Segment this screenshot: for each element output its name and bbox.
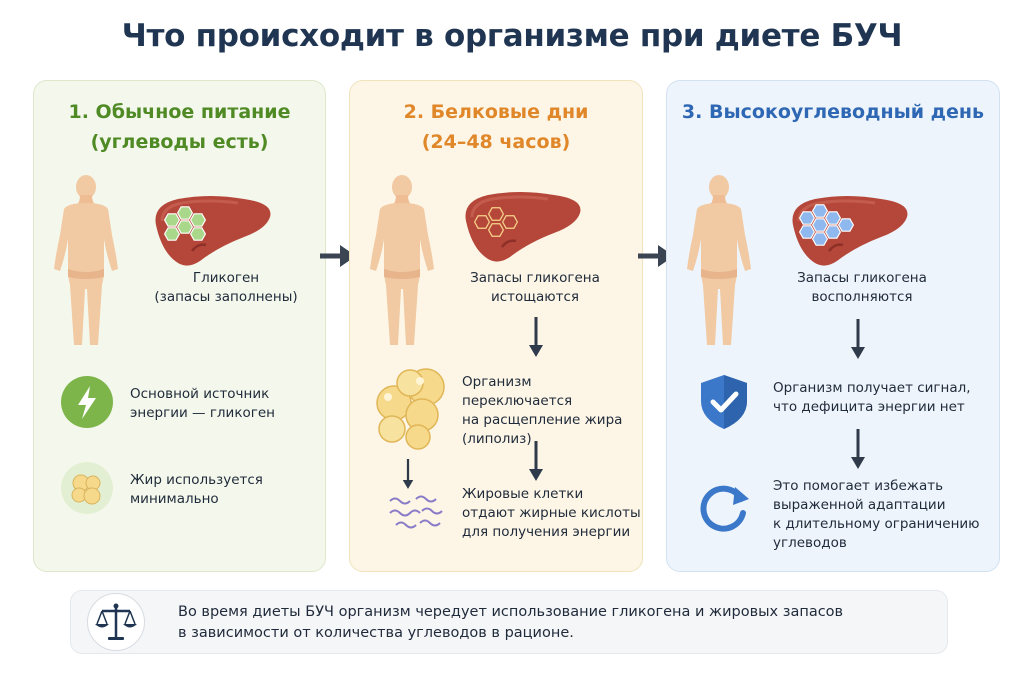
fat-cells-icon xyxy=(61,462,113,514)
liver-icon xyxy=(148,191,278,271)
liver-caption: Запасы гликогена восполняются xyxy=(777,269,947,307)
summary-line2: в зависимости от количества углеводов в … xyxy=(178,625,574,641)
adaptation-line2: выраженной адаптации xyxy=(773,497,946,513)
panel-high-carb-day: 3. Высокоуглеводный день Запасы гликоген… xyxy=(666,80,1000,572)
human-body-icon xyxy=(46,173,126,353)
human-body-icon xyxy=(679,173,759,353)
panel-title-line2: (24–48 часов) xyxy=(421,131,571,153)
liver-icon xyxy=(785,191,915,271)
fatty-acids-icon xyxy=(389,495,443,529)
energy-signal-text: Организм получает сигнал, что дефицита э… xyxy=(773,379,971,417)
shield-check-icon xyxy=(701,375,747,429)
liver-caption-line2: истощаются xyxy=(490,289,580,305)
panel-title-line1: 2. Белковые дни xyxy=(403,101,589,123)
fatty-acids-line3: для получения энергии xyxy=(462,524,631,540)
lipolysis-line3: (липолиз) xyxy=(462,431,532,447)
arrow-down-small-icon xyxy=(400,459,416,489)
energy-source-line1: Основной источник xyxy=(130,386,270,402)
liver-caption: Гликоген (запасы заполнены) xyxy=(146,269,306,307)
fat-usage-line1: Жир используется xyxy=(130,472,263,488)
scales-icon xyxy=(95,603,137,640)
refresh-cycle-icon xyxy=(700,485,749,532)
liver-caption-line1: Запасы гликогена xyxy=(470,270,600,286)
human-body-icon xyxy=(362,173,442,353)
liver-caption-line2: (запасы заполнены) xyxy=(154,289,298,305)
lightning-icon xyxy=(61,376,113,428)
lipolysis-text: Организм переключается на расщепление жи… xyxy=(462,373,642,449)
energy-signal-line1: Организм получает сигнал, xyxy=(773,380,971,396)
liver-caption-line2: восполняются xyxy=(811,289,913,305)
energy-source-text: Основной источник энергии — гликоген xyxy=(130,385,275,423)
fatty-acids-text: Жировые клетки отдают жирные кислоты для… xyxy=(462,485,641,542)
fat-usage-text: Жир используется минимально xyxy=(130,471,263,509)
fatty-acids-line2: отдают жирные кислоты xyxy=(462,505,641,521)
panel-title-line1: 3. Высокоуглеводный день xyxy=(681,101,985,123)
arrow-down-icon xyxy=(848,319,868,359)
arrow-right-icon xyxy=(320,245,356,267)
summary-line1: Во время диеты БУЧ организм чередует исп… xyxy=(178,604,844,620)
summary-box: Во время диеты БУЧ организм чередует исп… xyxy=(70,590,948,654)
panel-normal-diet: 1. Обычное питание (углеводы есть) Глико… xyxy=(33,80,326,572)
adaptation-line1: Это помогает избежать xyxy=(773,478,944,494)
energy-signal-line2: что дефицита энергии нет xyxy=(773,399,965,415)
liver-caption-line1: Запасы гликогена xyxy=(797,270,927,286)
liver-caption: Запасы гликогена истощаются xyxy=(450,269,620,307)
panel-title-line1: 1. Обычное питание xyxy=(68,101,291,123)
arrow-down-icon xyxy=(526,441,546,481)
panel-protein-days: 2. Белковые дни (24–48 часов) Запасы гли… xyxy=(349,80,643,572)
fatty-acids-line1: Жировые клетки xyxy=(462,486,584,502)
liver-caption-line1: Гликоген xyxy=(192,270,260,286)
panel-title-line2: (углеводы есть) xyxy=(90,131,269,153)
adaptation-text: Это помогает избежать выраженной адаптац… xyxy=(773,477,980,553)
scales-icon-wrapper xyxy=(87,593,145,651)
arrow-down-icon xyxy=(848,429,868,469)
energy-source-line2: энергии — гликоген xyxy=(130,405,275,421)
liver-icon xyxy=(458,187,588,267)
adaptation-line4: углеводов xyxy=(773,535,847,551)
lipolysis-line2: на расщепление жира xyxy=(462,412,623,428)
panel-title: 1. Обычное питание (углеводы есть) xyxy=(34,97,325,157)
arrow-down-icon xyxy=(526,317,546,357)
fat-cells-icon xyxy=(376,368,445,450)
summary-text: Во время диеты БУЧ организм чередует исп… xyxy=(178,602,843,644)
panel-title: 2. Белковые дни (24–48 часов) xyxy=(350,97,642,157)
panel-title: 3. Высокоуглеводный день xyxy=(667,97,999,127)
fat-usage-line2: минимально xyxy=(130,491,219,507)
adaptation-line3: к длительному ограничению xyxy=(773,516,980,532)
page-title: Что происходит в организме при диете БУЧ xyxy=(121,18,903,54)
lipolysis-line1: Организм переключается xyxy=(462,374,573,409)
